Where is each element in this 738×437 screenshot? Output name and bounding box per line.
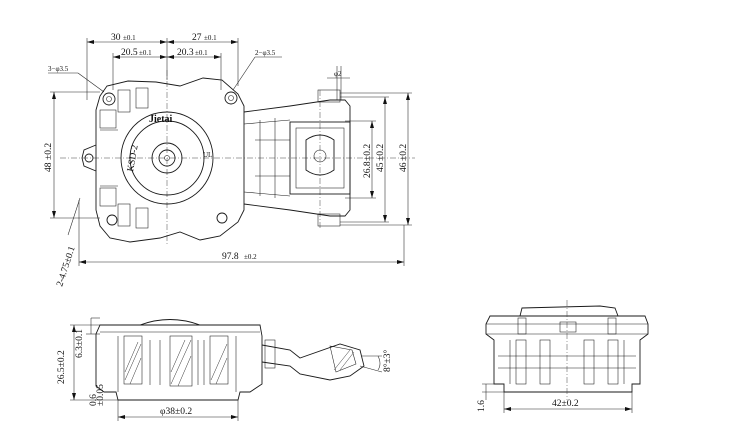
dim-42: 42±0.2 — [552, 399, 579, 409]
svg-text:±0.1: ±0.1 — [204, 34, 217, 42]
dim-45: 45 — [376, 162, 386, 172]
svg-text:±0.05: ±0.05 — [96, 384, 106, 406]
dim-6-3: 6.3±0.1 — [75, 329, 85, 358]
svg-text:±0.2: ±0.2 — [244, 253, 257, 261]
brand-label: Jietai — [149, 114, 173, 125]
dim-46: 46 — [399, 162, 409, 172]
dim-0-6: 0.6 — [89, 394, 99, 406]
svg-text:±0.1: ±0.1 — [195, 49, 208, 57]
svg-text:±0.1: ±0.1 — [123, 34, 136, 42]
mount-hole-2 — [224, 91, 238, 105]
mount-hole-1 — [102, 92, 116, 106]
dim-27: 27 — [192, 33, 202, 43]
dim-97-8: 97.8 — [222, 252, 239, 262]
hole-callout-2: 2−φ3.5 — [255, 49, 276, 57]
dim-30: 30 — [111, 33, 121, 43]
svg-text:±0.1: ±0.1 — [139, 49, 152, 57]
dim-slot: 2-4.75±0.1 — [55, 245, 77, 288]
dim-phi38: φ38±0.2 — [160, 407, 192, 417]
dim-20-3: 20.3 — [177, 48, 194, 58]
svg-text:±0.2: ±0.2 — [44, 143, 54, 160]
side-view: 6.3±0.1 26.5±0.2 0.6 ±0.05 φ38±0.2 8°±3° — [57, 317, 393, 421]
dim-20-5: 20.5 — [121, 48, 138, 58]
dim-26-8: 26.8 — [363, 161, 373, 178]
dim-angle-8: 8°±3° — [382, 349, 393, 372]
housing-outline — [95, 77, 245, 243]
dim-phi2: φ2 — [334, 70, 342, 78]
hole-callout-3: 3−φ3.5 — [48, 65, 69, 73]
switch-lever-housing — [289, 121, 351, 195]
ul-mark: UL — [203, 151, 212, 159]
end-view: 1.6 42±0.2 — [477, 300, 649, 413]
svg-text:±0.2: ±0.2 — [376, 144, 386, 161]
svg-text:±0.2: ±0.2 — [363, 144, 373, 161]
thermostat-dial — [120, 111, 214, 205]
part-number: KSD-2 — [126, 144, 141, 172]
top-view: 97.8 ±0.2 30 ±0.1 27 ±0.1 20.5 ±0.1 20.3… — [44, 33, 415, 288]
dim-48: 48 — [44, 162, 54, 172]
dim-1-6: 1.6 — [477, 400, 487, 412]
svg-text:±0.2: ±0.2 — [399, 144, 409, 161]
dim-26-5: 26.5±0.2 — [57, 350, 67, 384]
